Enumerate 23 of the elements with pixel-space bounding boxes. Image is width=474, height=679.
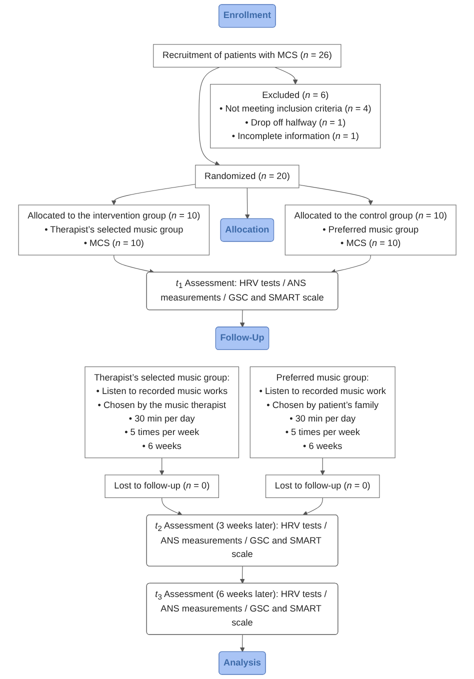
arrow bbox=[198, 66, 220, 166]
arrow bbox=[113, 254, 154, 274]
node-box: Allocated to the intervention group (n = 10) • Therapist’s selected music group • MCS (n = 10) bbox=[18, 204, 210, 256]
arrow bbox=[240, 566, 245, 584]
node-box: Recruitment of patients with MCS (n = 26) bbox=[152, 44, 341, 68]
arrow bbox=[274, 66, 298, 84]
node-box: Excluded (n = 6) • Not meeting inclusion criteria (n = 4) • Drop off halfway (n = 1) • Incomplete information (n = 1) bbox=[210, 84, 380, 148]
arrow bbox=[161, 497, 182, 516]
node-box: Therapist’s selected music group: • Listen to recorded music works • Chosen by the music therapist • 30 min per day • 5 times per week • 6 weeks bbox=[84, 366, 239, 458]
node-box: Preferred music group: • Listen to recorded music work • Chosen by patient’s family • 30 min per day • 5 times per week • 6 weeks bbox=[250, 366, 396, 458]
node-box: Lost to follow-up (n = 0) bbox=[104, 474, 219, 498]
arrow bbox=[244, 188, 250, 220]
arrow bbox=[302, 497, 323, 516]
node-box: Randomized (n = 20) bbox=[194, 164, 299, 188]
node-box: Allocated to the control group (n = 10) • Preferred music group • MCS (n = 10) bbox=[284, 204, 456, 256]
arrow bbox=[240, 634, 245, 652]
node-box: Lost to follow-up (n = 0) bbox=[265, 474, 380, 498]
arrow bbox=[240, 310, 245, 328]
arrow bbox=[320, 458, 325, 476]
arrow bbox=[298, 184, 373, 206]
arrow bbox=[330, 254, 371, 274]
arrow bbox=[111, 184, 196, 206]
arrow bbox=[159, 458, 164, 476]
